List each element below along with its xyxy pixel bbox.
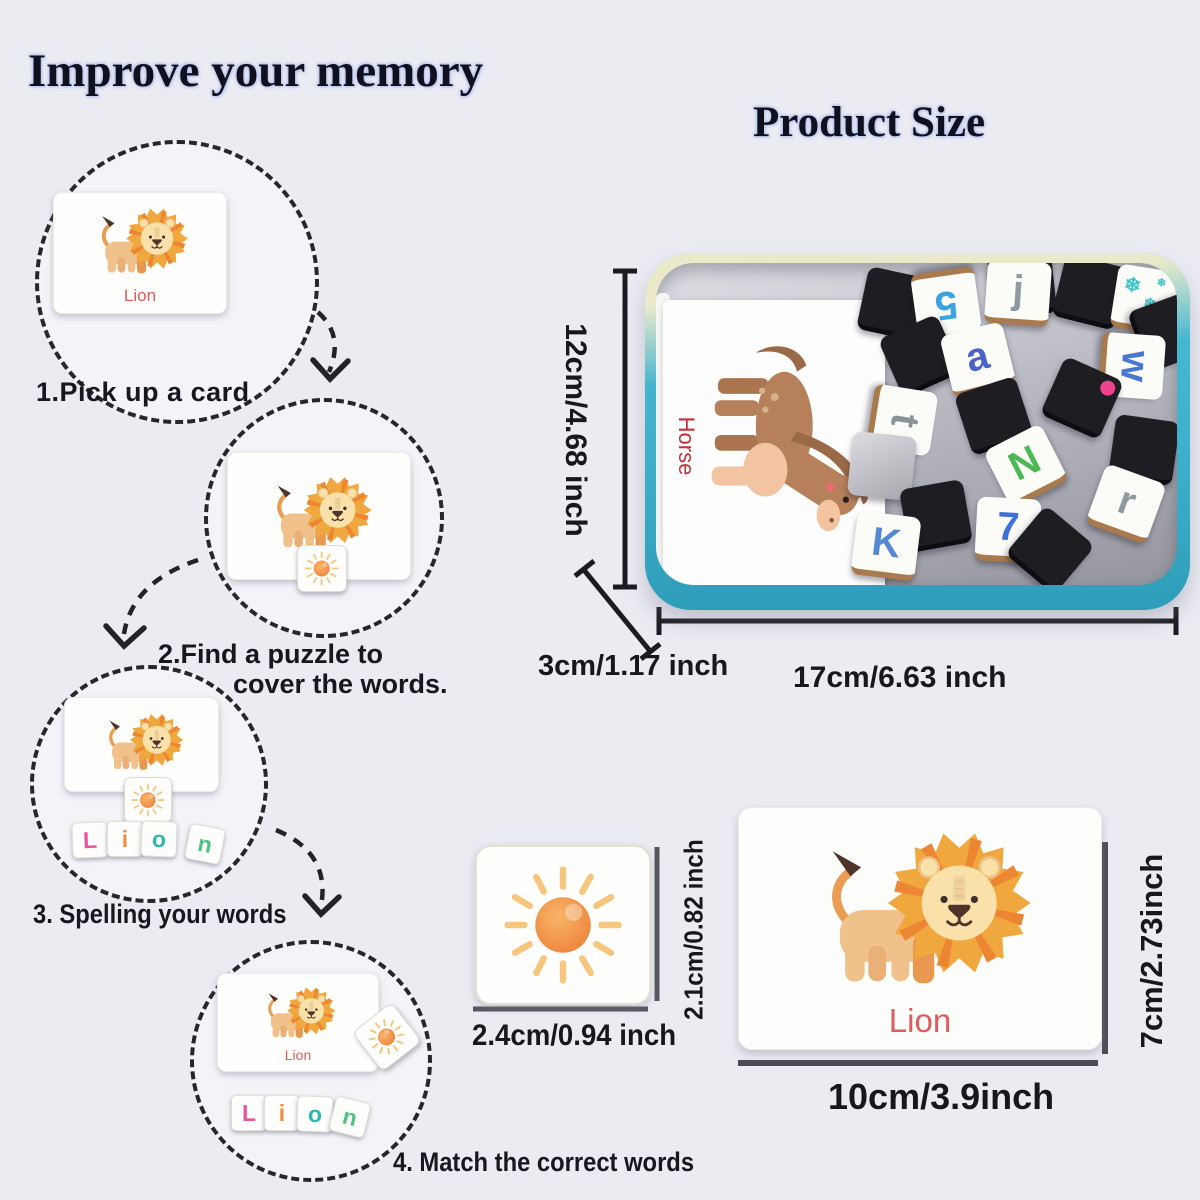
dimension-box-depth: 3cm/1.17 inch [538, 650, 729, 682]
tile-letter: o [307, 1100, 323, 1127]
sun-icon [129, 782, 167, 818]
lion-flashcard-spelling [64, 697, 219, 792]
sun-puzzle-tile [297, 545, 347, 592]
tile-letter: r [1112, 477, 1143, 525]
step1-caption: 1.Pick up a card [36, 377, 250, 407]
snowflake-icon: ❄ [1155, 276, 1167, 290]
tile-letter: K [869, 518, 904, 567]
tile-letter: n [340, 1102, 361, 1131]
arrowhead-icon [103, 623, 147, 650]
lion-illustration [89, 203, 191, 285]
tile-letter: j [1011, 267, 1026, 312]
sun-puzzle-sample [475, 845, 651, 1005]
horse-flashcard: Horse [663, 300, 885, 585]
letter-tile-L: L [231, 1095, 267, 1131]
step4-caption: 4. Match the correct words [393, 1147, 695, 1177]
step2-caption-line1: 2.Find a puzzle to [158, 639, 384, 669]
letter-tile-i: i [107, 821, 143, 857]
card-word: Lion [123, 285, 157, 305]
dimension-card-width: 10cm/3.9inch [828, 1076, 1055, 1117]
pink-dot [1097, 378, 1118, 399]
dimension-card-height: 7cm/2.73inch [1134, 853, 1169, 1049]
dimension-box-width: 17cm/6.63 inch [793, 661, 1007, 694]
dimension-box-height: 12cm/4.68 inch [559, 323, 592, 537]
lion-flashcard: Lion [53, 192, 227, 314]
card-word: Lion [284, 1047, 312, 1063]
lion-flashcard-matched: Lion [217, 973, 379, 1072]
tile-letter: w [1112, 349, 1159, 384]
letter-tile-n: n [183, 822, 227, 866]
sun-icon [302, 550, 341, 587]
snowflake-icon: ❄ [1122, 273, 1143, 298]
letter-tile-i: i [264, 1095, 300, 1131]
product-size-title: Product Size [753, 99, 986, 146]
letter-tile-o: o [296, 1095, 334, 1133]
tile-letter: L [82, 826, 98, 853]
tile-letter: i [278, 1099, 286, 1126]
letter-tile-K: K [850, 510, 922, 582]
dimension-puzzle-width: 2.4cm/0.94 inch [472, 1019, 677, 1052]
arrowhead-icon [302, 893, 342, 918]
lion-illustration [98, 709, 186, 780]
sun-puzzle-tile [124, 777, 172, 823]
card-word: Lion [888, 1001, 952, 1039]
letter-tile-o: o [140, 820, 178, 858]
lion-illustration [258, 983, 338, 1047]
step2-caption-line2: cover the words. [233, 669, 448, 699]
arrow-step3-to-step4 [275, 827, 325, 907]
lion-flashcard-sample: Lion [738, 807, 1102, 1050]
tile-letter: o [151, 825, 167, 852]
letter-tile-j: j [983, 263, 1053, 328]
tile-letter: t [882, 410, 929, 431]
tile-letter: n [195, 829, 215, 858]
sun-icon [499, 861, 627, 989]
measure-line-box-width [656, 607, 1179, 635]
page-title: Improve your memory [28, 45, 484, 97]
letter-tile-L: L [71, 821, 109, 859]
step3-caption: 3. Spelling your words [33, 899, 287, 929]
tile-letter: L [241, 1099, 257, 1126]
dimension-puzzle-height: 2.1cm/0.82 inch [678, 839, 709, 1020]
tile-letter: N [1001, 436, 1048, 490]
lion-illustration [802, 821, 1038, 1010]
arrow-step2-to-step3 [121, 557, 199, 635]
tile-letter: a [961, 332, 994, 381]
tile-letter: i [121, 825, 129, 852]
measure-line-box-height [613, 268, 637, 590]
arrowhead-icon [310, 357, 351, 384]
